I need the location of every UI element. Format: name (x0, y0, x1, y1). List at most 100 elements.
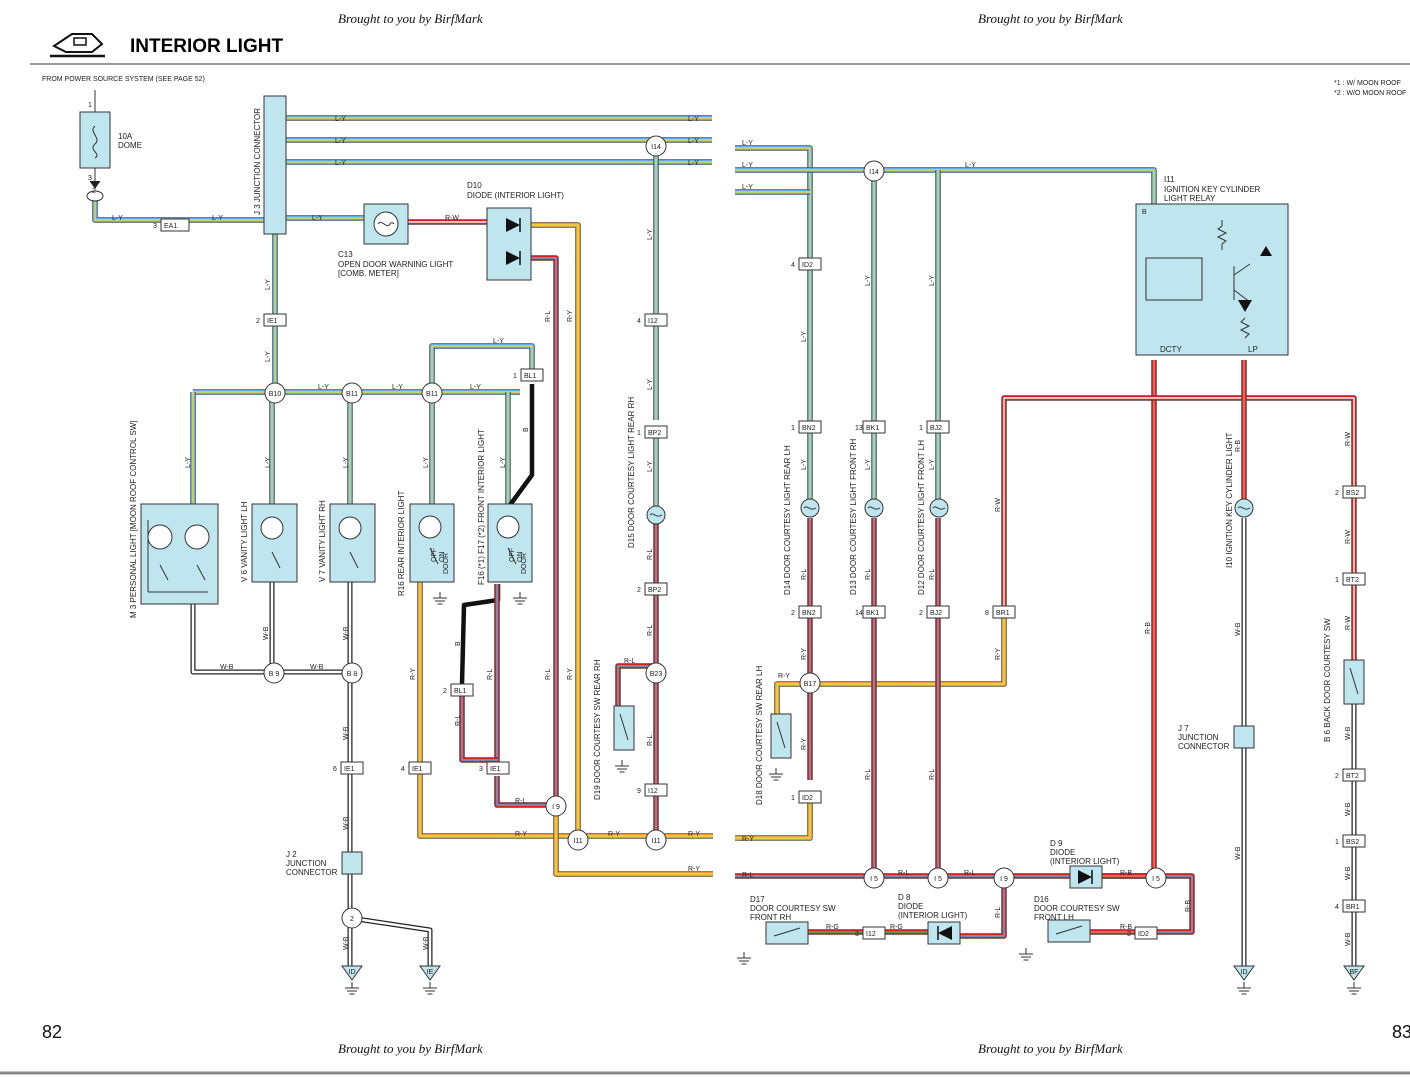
wire-color-label: R-L (801, 569, 808, 580)
c13-id: C13 (338, 250, 353, 259)
svg-text:JUNCTION: JUNCTION (286, 859, 327, 868)
svg-text:BJ2: BJ2 (930, 610, 942, 617)
svg-text:BL1: BL1 (524, 373, 537, 380)
junction-i14: I14 (645, 135, 667, 157)
v6-label: V 6 VANITY LIGHT LH (240, 501, 249, 582)
svg-text:2: 2 (1335, 490, 1339, 497)
i11-id: I11 (1164, 175, 1175, 184)
wire (735, 873, 1195, 935)
svg-text:1: 1 (637, 430, 641, 437)
door-courtesy-light-rear-rh-d15 (646, 505, 666, 525)
d14-label: D14 DOOR COURTESY LIGHT REAR LH (783, 445, 792, 595)
wire-color-label: W-B (310, 664, 324, 671)
svg-text:3: 3 (153, 223, 157, 230)
wire-color-label: W-B (343, 816, 350, 830)
junction-i14: I14 (863, 160, 885, 182)
svg-text:(INTERIOR LIGHT): (INTERIOR LIGHT) (1050, 857, 1120, 866)
wire-color-label: L-Y (647, 461, 654, 472)
door-courtesy-light-front-rh-d13 (864, 498, 884, 518)
wire-color-label: R-L (964, 870, 975, 877)
svg-text:B 8: B 8 (347, 671, 358, 678)
wire-color-label: L-Y (335, 138, 346, 145)
wire (508, 384, 535, 507)
svg-text:2: 2 (637, 587, 641, 594)
wire-color-label: R-G (890, 924, 903, 931)
connector-bl1: BL1 1 (513, 368, 544, 382)
svg-text:I 5: I 5 (934, 876, 942, 883)
door-courtesy-light-rear-lh-d14 (800, 498, 820, 518)
brand-right-header: Brought to you by BirfMark (978, 11, 1123, 26)
svg-text:I 5: I 5 (870, 876, 878, 883)
wire-color-label: L-Y (343, 457, 350, 468)
wire-color-label: R-W (1345, 432, 1352, 446)
svg-text:2: 2 (443, 688, 447, 695)
svg-text:BF: BF (1350, 969, 1359, 976)
d12-label: D12 DOOR COURTESY LIGHT FRONT LH (917, 440, 926, 595)
wire-color-label: L-Y (865, 459, 872, 470)
d13-label: D13 DOOR COURTESY LIGHT FRONT RH (849, 438, 858, 595)
wire-color-label: R-Y (688, 831, 700, 838)
svg-text:13: 13 (855, 425, 863, 432)
wire-color-label: W-B (263, 626, 270, 640)
source-note: FROM POWER SOURCE SYSTEM (SEE PAGE 52) (42, 76, 205, 83)
wire-color-label: L-Y (212, 215, 223, 222)
svg-text:1: 1 (791, 795, 795, 802)
svg-text:BS2: BS2 (1346, 839, 1359, 846)
svg-text:BK1: BK1 (866, 610, 879, 617)
svg-text:B 9: B 9 (269, 671, 280, 678)
wire-color-label: R-W (445, 215, 459, 222)
wire-color-label: W-B (1235, 846, 1242, 860)
svg-text:CONNECTOR: CONNECTOR (1178, 742, 1230, 751)
wire-color-label: W-B (423, 936, 430, 950)
svg-text:3: 3 (855, 931, 859, 938)
j3-label: J 3 JUNCTION CONNECTOR (253, 108, 262, 215)
wire-color-label: L-Y (265, 279, 272, 290)
svg-text:BT2: BT2 (1346, 773, 1359, 780)
svg-text:1: 1 (513, 373, 517, 380)
wire-color-label: W-B (1345, 866, 1352, 880)
wire-color-label: L-Y (318, 384, 329, 391)
svg-text:D 9: D 9 (1050, 839, 1063, 848)
door-courtesy-sw-front-lh-d16 (1047, 919, 1091, 943)
svg-text:B11: B11 (346, 391, 358, 398)
wire-color-label: W-B (1235, 622, 1242, 636)
dcty-terminal: DCTY (1160, 345, 1182, 354)
wire-color-label: R-L (545, 311, 552, 322)
wire-color-label: L-Y (265, 351, 272, 362)
wire (417, 582, 713, 839)
zener-diode-icon (1260, 246, 1272, 256)
svg-text:J 2: J 2 (286, 850, 297, 859)
svg-text:2: 2 (919, 610, 923, 617)
svg-text:BT2: BT2 (1346, 577, 1359, 584)
junction-i2: 2 (341, 907, 363, 929)
svg-text:IE: IE (427, 969, 434, 976)
wire-color-label: R-L (647, 735, 654, 746)
i10-label: I10 IGNITION KEY CYLINDER LIGHT (1225, 432, 1234, 568)
svg-text:6: 6 (333, 766, 337, 773)
wire-color-label: L-Y (500, 457, 507, 468)
wire-color-label: B (455, 641, 462, 646)
svg-text:CONNECTOR: CONNECTOR (286, 868, 338, 877)
wire-color-label: W-B (1345, 802, 1352, 816)
svg-text:J 7: J 7 (1178, 724, 1189, 733)
wire (960, 880, 1007, 939)
wire (494, 776, 556, 808)
svg-text:(INTERIOR LIGHT): (INTERIOR LIGHT) (898, 911, 968, 920)
junction-i5: I 5 (927, 867, 949, 889)
svg-text:2: 2 (1335, 773, 1339, 780)
svg-text:FRONT RH: FRONT RH (750, 913, 791, 922)
wire-color-label: R-Y (567, 668, 574, 680)
svg-text:FRONT LH: FRONT LH (1034, 913, 1074, 922)
page-title: INTERIOR LIGHT (130, 36, 283, 57)
wire-color-label: R-L (995, 907, 1002, 918)
wire-color-label: R-Y (801, 738, 808, 750)
